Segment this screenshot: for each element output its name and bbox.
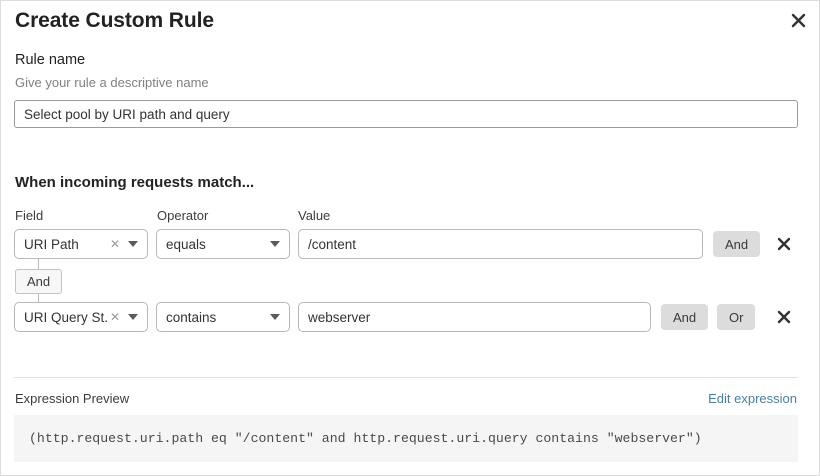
expression-preview-code: (http.request.uri.path eq "/content" and… — [14, 415, 798, 462]
column-label-field: Field — [15, 208, 44, 223]
delete-condition-button-2[interactable] — [773, 306, 795, 328]
close-icon — [791, 13, 805, 27]
logic-and-button-2[interactable]: And — [661, 304, 709, 330]
chevron-down-icon — [122, 314, 147, 320]
logic-and-button-1[interactable]: And — [713, 231, 761, 257]
column-label-operator: Operator — [157, 208, 209, 223]
field-select-1[interactable]: URI Path ✕ — [14, 229, 148, 259]
operator-select-2-value: contains — [166, 309, 217, 325]
close-dialog-button[interactable] — [786, 8, 810, 32]
clear-x-icon[interactable]: ✕ — [109, 310, 120, 324]
rule-name-help-text: Give your rule a descriptive name — [15, 75, 209, 90]
conditions-section-heading: When incoming requests match... — [15, 174, 255, 191]
field-select-2[interactable]: URI Query St... ✕ — [14, 302, 148, 332]
operator-select-1[interactable]: equals — [156, 229, 290, 259]
rule-name-input[interactable] — [14, 100, 798, 128]
connector-line-bottom — [38, 294, 39, 304]
connector-and-badge[interactable]: And — [15, 269, 63, 294]
field-select-2-value: URI Query St... — [24, 309, 108, 325]
logic-or-button-2[interactable]: Or — [717, 304, 756, 330]
clear-x-icon[interactable]: ✕ — [109, 237, 120, 251]
operator-select-1-value: equals — [166, 236, 206, 252]
edit-expression-link[interactable]: Edit expression — [708, 391, 797, 406]
expression-preview-label: Expression Preview — [15, 391, 130, 406]
delete-condition-button-1[interactable] — [773, 233, 795, 255]
condition-connector: And — [1, 259, 121, 304]
rule-name-label: Rule name — [15, 52, 86, 68]
chevron-down-icon — [122, 241, 147, 247]
section-divider — [14, 377, 798, 378]
dialog-title: Create Custom Rule — [15, 9, 214, 32]
value-input-2[interactable] — [298, 302, 651, 332]
connector-line-top — [38, 259, 39, 269]
close-icon — [777, 237, 791, 251]
operator-select-2[interactable]: contains — [156, 302, 290, 332]
field-select-1-value: URI Path — [24, 236, 79, 252]
chevron-down-icon — [264, 241, 289, 247]
value-input-1[interactable] — [298, 229, 703, 259]
column-label-value: Value — [298, 208, 331, 223]
chevron-down-icon — [264, 314, 289, 320]
close-icon — [777, 310, 791, 324]
